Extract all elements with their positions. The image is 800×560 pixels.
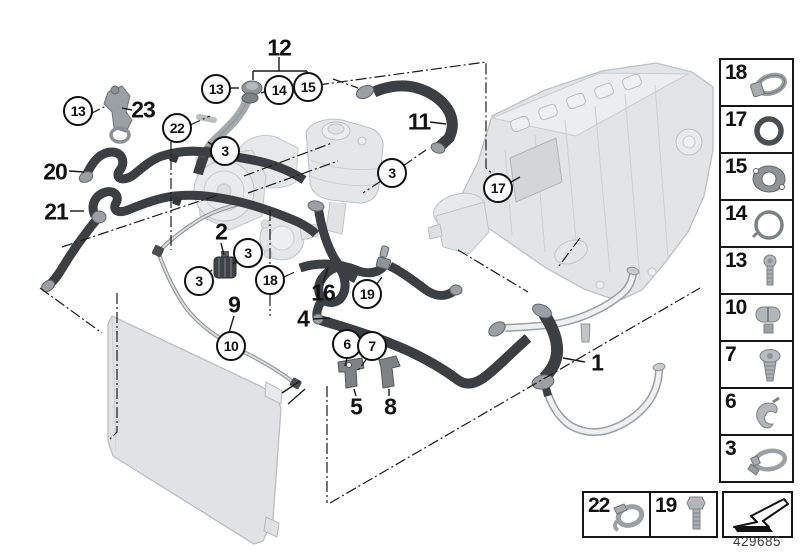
vent-pipe <box>152 201 302 390</box>
callout-12[interactable]: 12 <box>267 34 292 61</box>
rear-flange-ghost <box>554 239 588 265</box>
callout-10-circle[interactable]: 10 <box>216 331 246 361</box>
construction-lines <box>39 61 701 504</box>
legend-item-6[interactable]: 6 <box>719 387 794 436</box>
band-clamp-icon <box>613 503 645 532</box>
legend-number: 15 <box>725 155 747 178</box>
callout-16[interactable]: 16 <box>311 279 336 306</box>
legend-number: 13 <box>725 249 747 272</box>
diagram-number: 429685 <box>732 534 782 549</box>
callout-13-circle[interactable]: 13 <box>201 74 231 104</box>
o-ring-large-icon <box>751 210 784 240</box>
engine-block <box>457 62 714 302</box>
hose-clamp-icon <box>750 72 787 98</box>
legend-number: 7 <box>725 343 737 366</box>
direction-arrow-icon <box>733 498 789 532</box>
metal-pipe-lower <box>544 362 666 436</box>
legend-item-18[interactable]: 18 <box>719 58 794 107</box>
callout-23[interactable]: 23 <box>131 96 156 123</box>
bracket-23 <box>103 85 133 144</box>
callout-14-circle[interactable]: 14 <box>264 75 294 105</box>
legend-number: 6 <box>725 390 737 413</box>
screw-icon <box>759 349 781 382</box>
callout-3-circle[interactable]: 3 <box>377 158 407 188</box>
radiator <box>107 315 283 545</box>
legend-number: 14 <box>725 202 747 225</box>
legend-item-19[interactable]: 19 <box>649 491 718 538</box>
callout-1[interactable]: 1 <box>591 349 604 376</box>
expansion-tank <box>305 118 384 235</box>
metal-pipe-upper <box>504 266 640 343</box>
legend-number: 22 <box>588 494 610 517</box>
callout-4[interactable]: 4 <box>297 305 310 332</box>
legend-item-13[interactable]: 13 <box>719 246 794 295</box>
legend-number: 19 <box>655 494 677 517</box>
callout-7-circle[interactable]: 7 <box>357 331 387 361</box>
legend-item-22[interactable]: 22 <box>582 491 651 538</box>
gasket-icon <box>752 165 786 193</box>
thermostat-ghost <box>427 192 490 255</box>
o-ring-icon <box>754 116 784 146</box>
legend-number: 18 <box>725 61 747 84</box>
callout-20[interactable]: 20 <box>43 158 68 185</box>
callout-3-circle[interactable]: 3 <box>233 238 263 268</box>
hose-clamp-large-icon <box>747 448 788 476</box>
damper-part-2 <box>213 251 237 279</box>
legend-direction-box[interactable] <box>722 491 793 538</box>
legend-number: 10 <box>725 296 747 319</box>
bracket-8 <box>378 355 401 389</box>
callout-3-circle[interactable]: 3 <box>184 266 214 296</box>
legend-number: 17 <box>725 108 747 131</box>
legend-item-14[interactable]: 14 <box>719 199 794 248</box>
legend-item-7[interactable]: 7 <box>719 340 794 389</box>
callout-8[interactable]: 8 <box>384 393 397 420</box>
hose-11 <box>355 80 458 154</box>
spring-clip-icon <box>756 396 780 429</box>
callout-3-circle[interactable]: 3 <box>210 136 240 166</box>
callout-19-circle[interactable]: 19 <box>352 279 382 309</box>
callout-11[interactable]: 11 <box>407 108 431 135</box>
callout-22-circle[interactable]: 22 <box>162 113 192 143</box>
bracket-5 <box>337 357 365 389</box>
legend-item-10[interactable]: 10 <box>719 293 794 342</box>
hex-bolt-icon <box>686 496 706 530</box>
plug-nut-icon <box>755 306 781 334</box>
legend-item-3[interactable]: 3 <box>719 434 794 483</box>
callout-21[interactable]: 21 <box>44 198 69 225</box>
tee-fitting-19 <box>375 245 392 270</box>
torx-bolt-icon <box>763 254 777 286</box>
callout-17-circle[interactable]: 17 <box>483 173 513 203</box>
callout-13-circle[interactable]: 13 <box>63 96 93 126</box>
callout-5[interactable]: 5 <box>350 393 363 420</box>
legend-number: 3 <box>725 437 737 460</box>
legend-item-15[interactable]: 15 <box>719 152 794 201</box>
callout-2[interactable]: 2 <box>215 218 228 245</box>
legend-item-17[interactable]: 17 <box>719 105 794 154</box>
callout-15-circle[interactable]: 15 <box>293 72 323 102</box>
callout-9[interactable]: 9 <box>228 291 241 318</box>
callout-18-circle[interactable]: 18 <box>255 265 285 295</box>
hose-1 <box>531 303 564 397</box>
